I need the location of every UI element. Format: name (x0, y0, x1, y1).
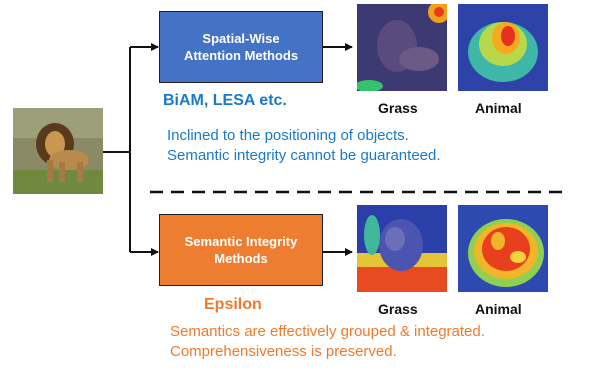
spatial-box-line1: Spatial-Wise (202, 31, 280, 46)
spatial-methods-label: BiAM, LESA etc. (163, 92, 287, 109)
spatial-animal-label: Animal (475, 100, 522, 116)
spatial-grass-label: Grass (378, 100, 418, 116)
input-lion-image (13, 108, 103, 194)
spatial-description: Inclined to the positioning of objects. … (167, 126, 441, 166)
spatial-box-line2: Attention Methods (183, 48, 299, 63)
semantic-desc-line1: Semantics are effectively grouped & inte… (170, 323, 485, 340)
semantic-methods-label: Epsilon (204, 296, 262, 313)
spatial-desc-line1: Inclined to the positioning of objects. (167, 127, 409, 144)
spatial-desc-line2: Semantic integrity cannot be guaranteed. (167, 147, 441, 164)
semantic-grass-heatmap (357, 205, 447, 292)
semantic-desc-line2: Comprehensiveness is preserved. (170, 343, 397, 360)
semantic-animal-label: Animal (475, 301, 522, 317)
semantic-animal-heatmap (458, 205, 548, 292)
semantic-grass-label: Grass (378, 301, 418, 317)
semantic-box-line2: Methods (214, 251, 268, 266)
spatial-wise-attention-box: Spatial-Wise Attention Methods (159, 11, 323, 83)
spatial-grass-heatmap (357, 4, 447, 91)
semantic-box-line1: Semantic Integrity (184, 234, 298, 249)
semantic-description: Semantics are effectively grouped & inte… (170, 322, 485, 362)
spatial-animal-heatmap (458, 4, 548, 91)
semantic-integrity-box: Semantic Integrity Methods (159, 214, 323, 286)
